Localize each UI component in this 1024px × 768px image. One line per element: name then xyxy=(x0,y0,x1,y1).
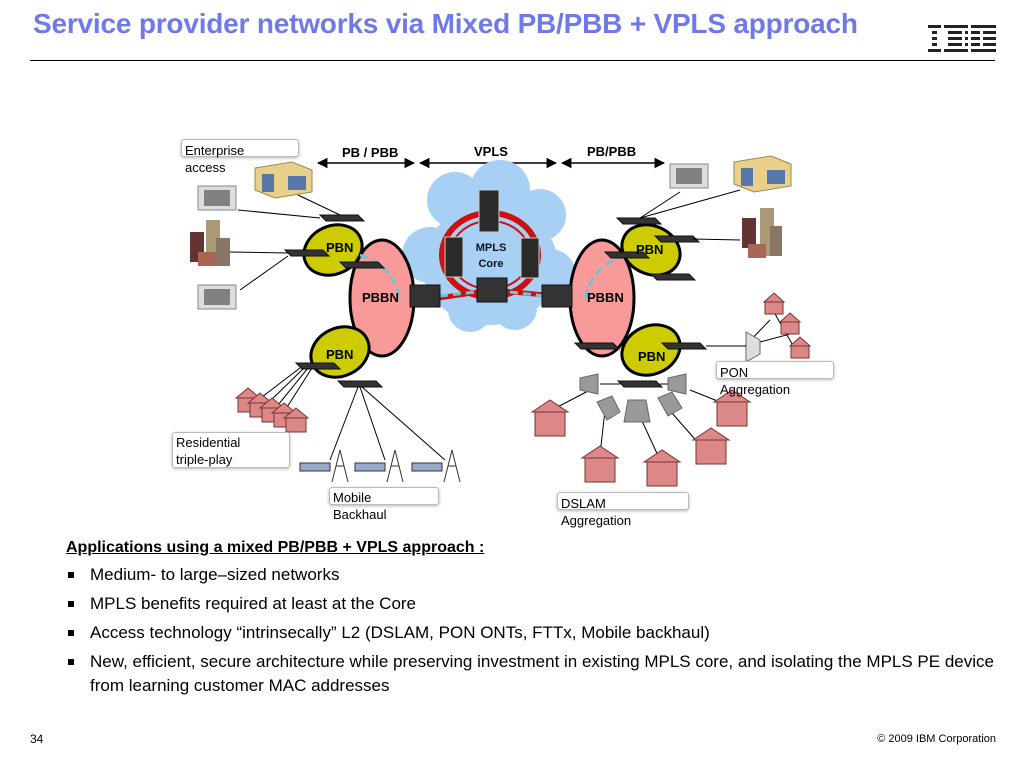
dslam-icons xyxy=(579,373,687,423)
house-icon xyxy=(282,407,310,433)
dslam-callout: DSLAM Aggregation xyxy=(561,495,631,529)
mobile-line2: Backhaul xyxy=(333,507,387,522)
dslam-callout-box xyxy=(557,492,689,510)
residential-line2: triple-play xyxy=(176,452,233,467)
pon-splitter-icon xyxy=(745,331,761,363)
dslam-line2: Aggregation xyxy=(561,513,632,528)
mpls-routers xyxy=(444,189,540,279)
house-icon xyxy=(778,312,802,335)
segment-label-left: PB / PBB xyxy=(342,145,398,160)
cell-tower-icon xyxy=(299,449,349,483)
bullet-item: Access technology “intrinsecally” L2 (DS… xyxy=(66,621,996,645)
pon-callout: PON Aggregation xyxy=(720,364,790,398)
applications-section: Applications using a mixed PB/PBB + VPLS… xyxy=(66,539,996,703)
bullet-icon xyxy=(68,659,74,665)
residential-line1: Residential xyxy=(176,435,241,450)
bullet-text: MPLS benefits required at least at the C… xyxy=(90,594,417,613)
house-icon xyxy=(530,399,570,437)
city-towers-icon xyxy=(742,208,782,258)
enterprise-line2: access xyxy=(185,160,226,175)
apartment-building-icon xyxy=(197,185,237,211)
ibm-logo xyxy=(928,24,996,54)
core-label-line1: MPLS xyxy=(476,242,507,254)
apartment-building-icon xyxy=(669,163,709,189)
office-building-icon xyxy=(254,161,313,199)
node-pbn-bottom-left: PBN xyxy=(326,347,353,362)
house-icon xyxy=(580,445,620,483)
house-icon xyxy=(691,427,731,465)
copyright: © 2009 IBM Corporation xyxy=(877,733,996,745)
network-diagram: PB / PBB VPLS PB/PBB PBN PBBN PBN PBN PB… xyxy=(190,144,812,487)
building-icons-left xyxy=(190,161,313,310)
node-pbbn-right: PBBN xyxy=(587,290,624,305)
node-pbn-top-left: PBN xyxy=(326,240,353,255)
bullet-icon xyxy=(68,630,74,636)
house-icons xyxy=(234,292,812,487)
segment-label-middle: VPLS xyxy=(474,144,508,159)
title-divider xyxy=(30,60,995,61)
bullet-item: Medium- to large–sized networks xyxy=(66,563,996,587)
house-icon xyxy=(642,449,682,487)
cell-tower-icons xyxy=(299,449,461,483)
pon-line2: Aggregation xyxy=(720,382,791,397)
pbn-bottom-right-shape xyxy=(620,323,682,377)
cell-tower-icon xyxy=(411,449,461,483)
residential-callout-box xyxy=(172,432,290,468)
bullet-icon xyxy=(68,572,74,578)
house-icon xyxy=(762,292,786,315)
bullet-text: Medium- to large–sized networks xyxy=(90,565,340,584)
residential-callout: Residential triple-play xyxy=(176,434,240,468)
dslam-line1: DSLAM xyxy=(561,496,606,511)
applications-heading: Applications using a mixed PB/PBB + VPLS… xyxy=(66,539,485,556)
mobile-line1: Mobile xyxy=(333,490,372,505)
page-number: 34 xyxy=(30,732,44,746)
mobile-callout: Mobile Backhaul xyxy=(333,489,386,523)
enterprise-callout-box xyxy=(181,139,299,157)
node-pbn-top-right: PBN xyxy=(636,242,663,257)
node-pbn-bottom-right: PBN xyxy=(638,349,665,364)
bullet-item: New, efficient, secure architecture whil… xyxy=(66,650,996,698)
bullet-icon xyxy=(68,601,74,607)
node-pbbn-left: PBBN xyxy=(362,290,399,305)
enterprise-line1: Enterprise xyxy=(185,143,245,158)
bullet-text: Access technology “intrinsecally” L2 (DS… xyxy=(90,623,710,642)
bullet-text: New, efficient, secure architecture whil… xyxy=(90,652,994,695)
apartment-building-icon xyxy=(197,284,237,310)
house-icon xyxy=(712,389,752,427)
mobile-callout-box xyxy=(329,487,439,505)
office-building-icon xyxy=(733,155,792,193)
pon-line1: PON xyxy=(720,365,749,380)
house-icon xyxy=(788,336,812,359)
segment-label-right: PB/PBB xyxy=(587,144,636,159)
building-icons-right xyxy=(669,155,792,258)
bullet-item: MPLS benefits required at least at the C… xyxy=(66,592,996,616)
enterprise-callout: Enterprise access xyxy=(185,142,244,176)
cell-tower-icon xyxy=(354,449,404,483)
core-label-line2: Core xyxy=(478,258,503,270)
applications-list: Medium- to large–sized networks MPLS ben… xyxy=(66,563,996,698)
switches xyxy=(283,214,708,388)
city-towers-icon xyxy=(190,220,230,266)
slide-title: Service provider networks via Mixed PB/P… xyxy=(33,8,858,39)
pon-callout-box xyxy=(716,361,834,379)
